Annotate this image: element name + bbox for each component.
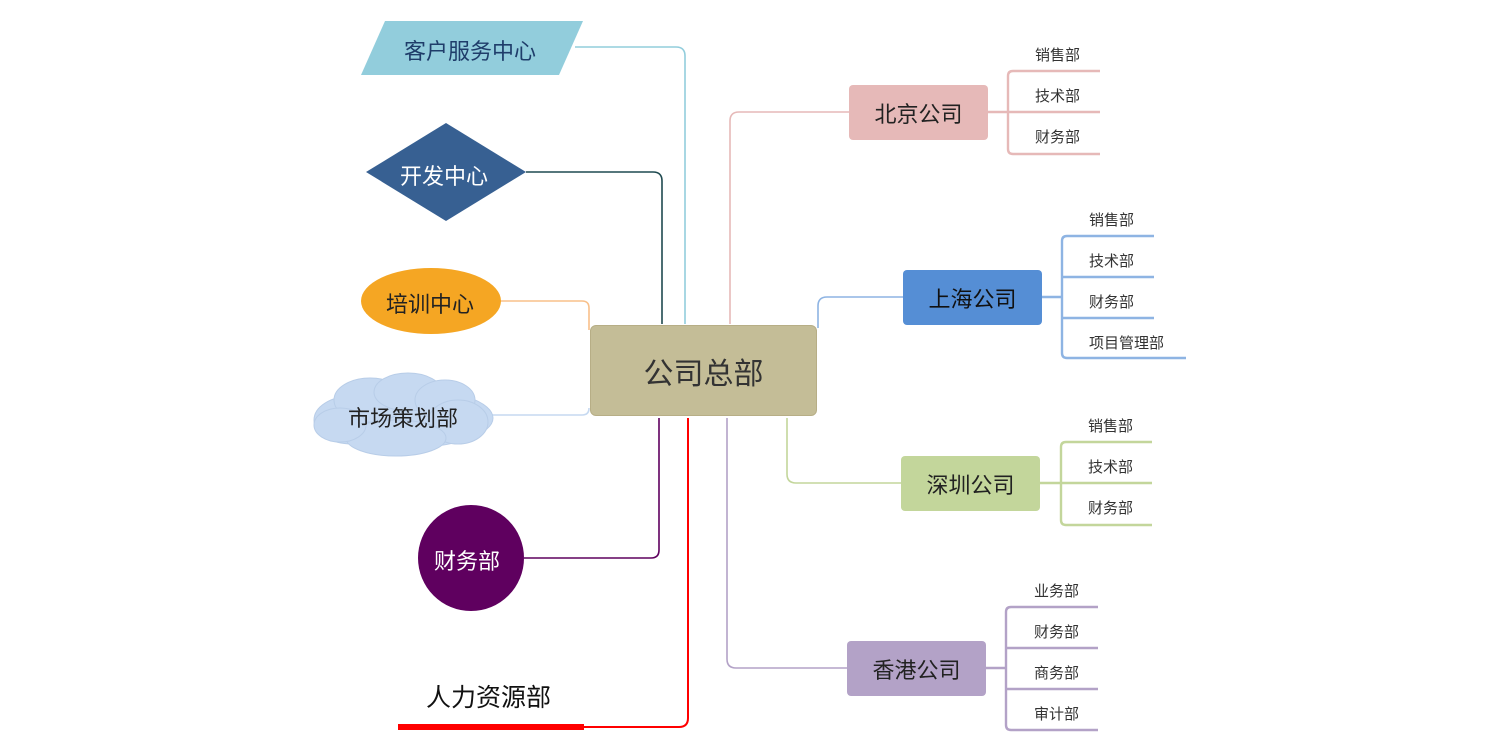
hongkong-dept-business[interactable]: 业务部: [1034, 582, 1080, 600]
hr-label: 人力资源部: [426, 683, 552, 712]
beijing-dept-finance[interactable]: 财务部: [1035, 128, 1081, 146]
customer-service-parallelogram: [361, 21, 583, 75]
shenzhen-company-node[interactable]: 深圳公司: [901, 456, 1040, 511]
training-ellipse: [361, 268, 501, 334]
hongkong-dept-finance[interactable]: 财务部: [1034, 623, 1080, 641]
shenzhen-dept-bracket: [1040, 440, 1152, 527]
link-hr: [583, 418, 689, 728]
finance-circle: [418, 505, 524, 611]
dev-center-label: 开发中心: [400, 165, 489, 190]
shenzhen-dept-finance[interactable]: 财务部: [1088, 499, 1134, 517]
hongkong-company-node[interactable]: 香港公司: [847, 641, 986, 696]
link-shenzhen: [786, 418, 901, 484]
marketing-label: 市场策划部: [348, 407, 459, 432]
link-marketing: [470, 407, 590, 416]
shanghai-dept-bracket: [1042, 234, 1186, 360]
beijing-company-node[interactable]: 北京公司: [849, 85, 988, 140]
training-label: 培训中心: [386, 293, 475, 318]
shanghai-dept-finance[interactable]: 财务部: [1089, 293, 1135, 311]
beijing-dept-tech[interactable]: 技术部: [1035, 87, 1081, 105]
shanghai-dept-tech[interactable]: 技术部: [1089, 252, 1135, 270]
marketing-cloud: [313, 372, 494, 457]
link-shanghai: [817, 296, 903, 328]
hongkong-dept-commerce[interactable]: 商务部: [1034, 664, 1080, 682]
dev-center-diamond: [366, 123, 526, 221]
shenzhen-dept-tech[interactable]: 技术部: [1088, 458, 1134, 476]
shanghai-dept-pm[interactable]: 项目管理部: [1089, 334, 1165, 352]
shenzhen-dept-sales[interactable]: 销售部: [1088, 417, 1134, 435]
link-hongkong: [726, 418, 847, 669]
hongkong-dept-audit[interactable]: 审计部: [1034, 705, 1080, 723]
link-customer-service: [575, 46, 686, 324]
finance-label: 财务部: [434, 550, 501, 575]
link-finance: [524, 418, 660, 559]
link-dev-center: [526, 171, 663, 324]
link-training: [500, 300, 590, 330]
beijing-dept-sales[interactable]: 销售部: [1035, 46, 1081, 64]
shanghai-company-node[interactable]: 上海公司: [903, 270, 1042, 325]
shanghai-dept-sales[interactable]: 销售部: [1089, 211, 1135, 229]
customer-service-label: 客户服务中心: [404, 40, 537, 65]
link-beijing: [729, 111, 849, 324]
headquarters-node[interactable]: 公司总部: [590, 325, 817, 416]
hongkong-dept-bracket: [986, 605, 1098, 732]
beijing-dept-bracket: [988, 69, 1100, 156]
